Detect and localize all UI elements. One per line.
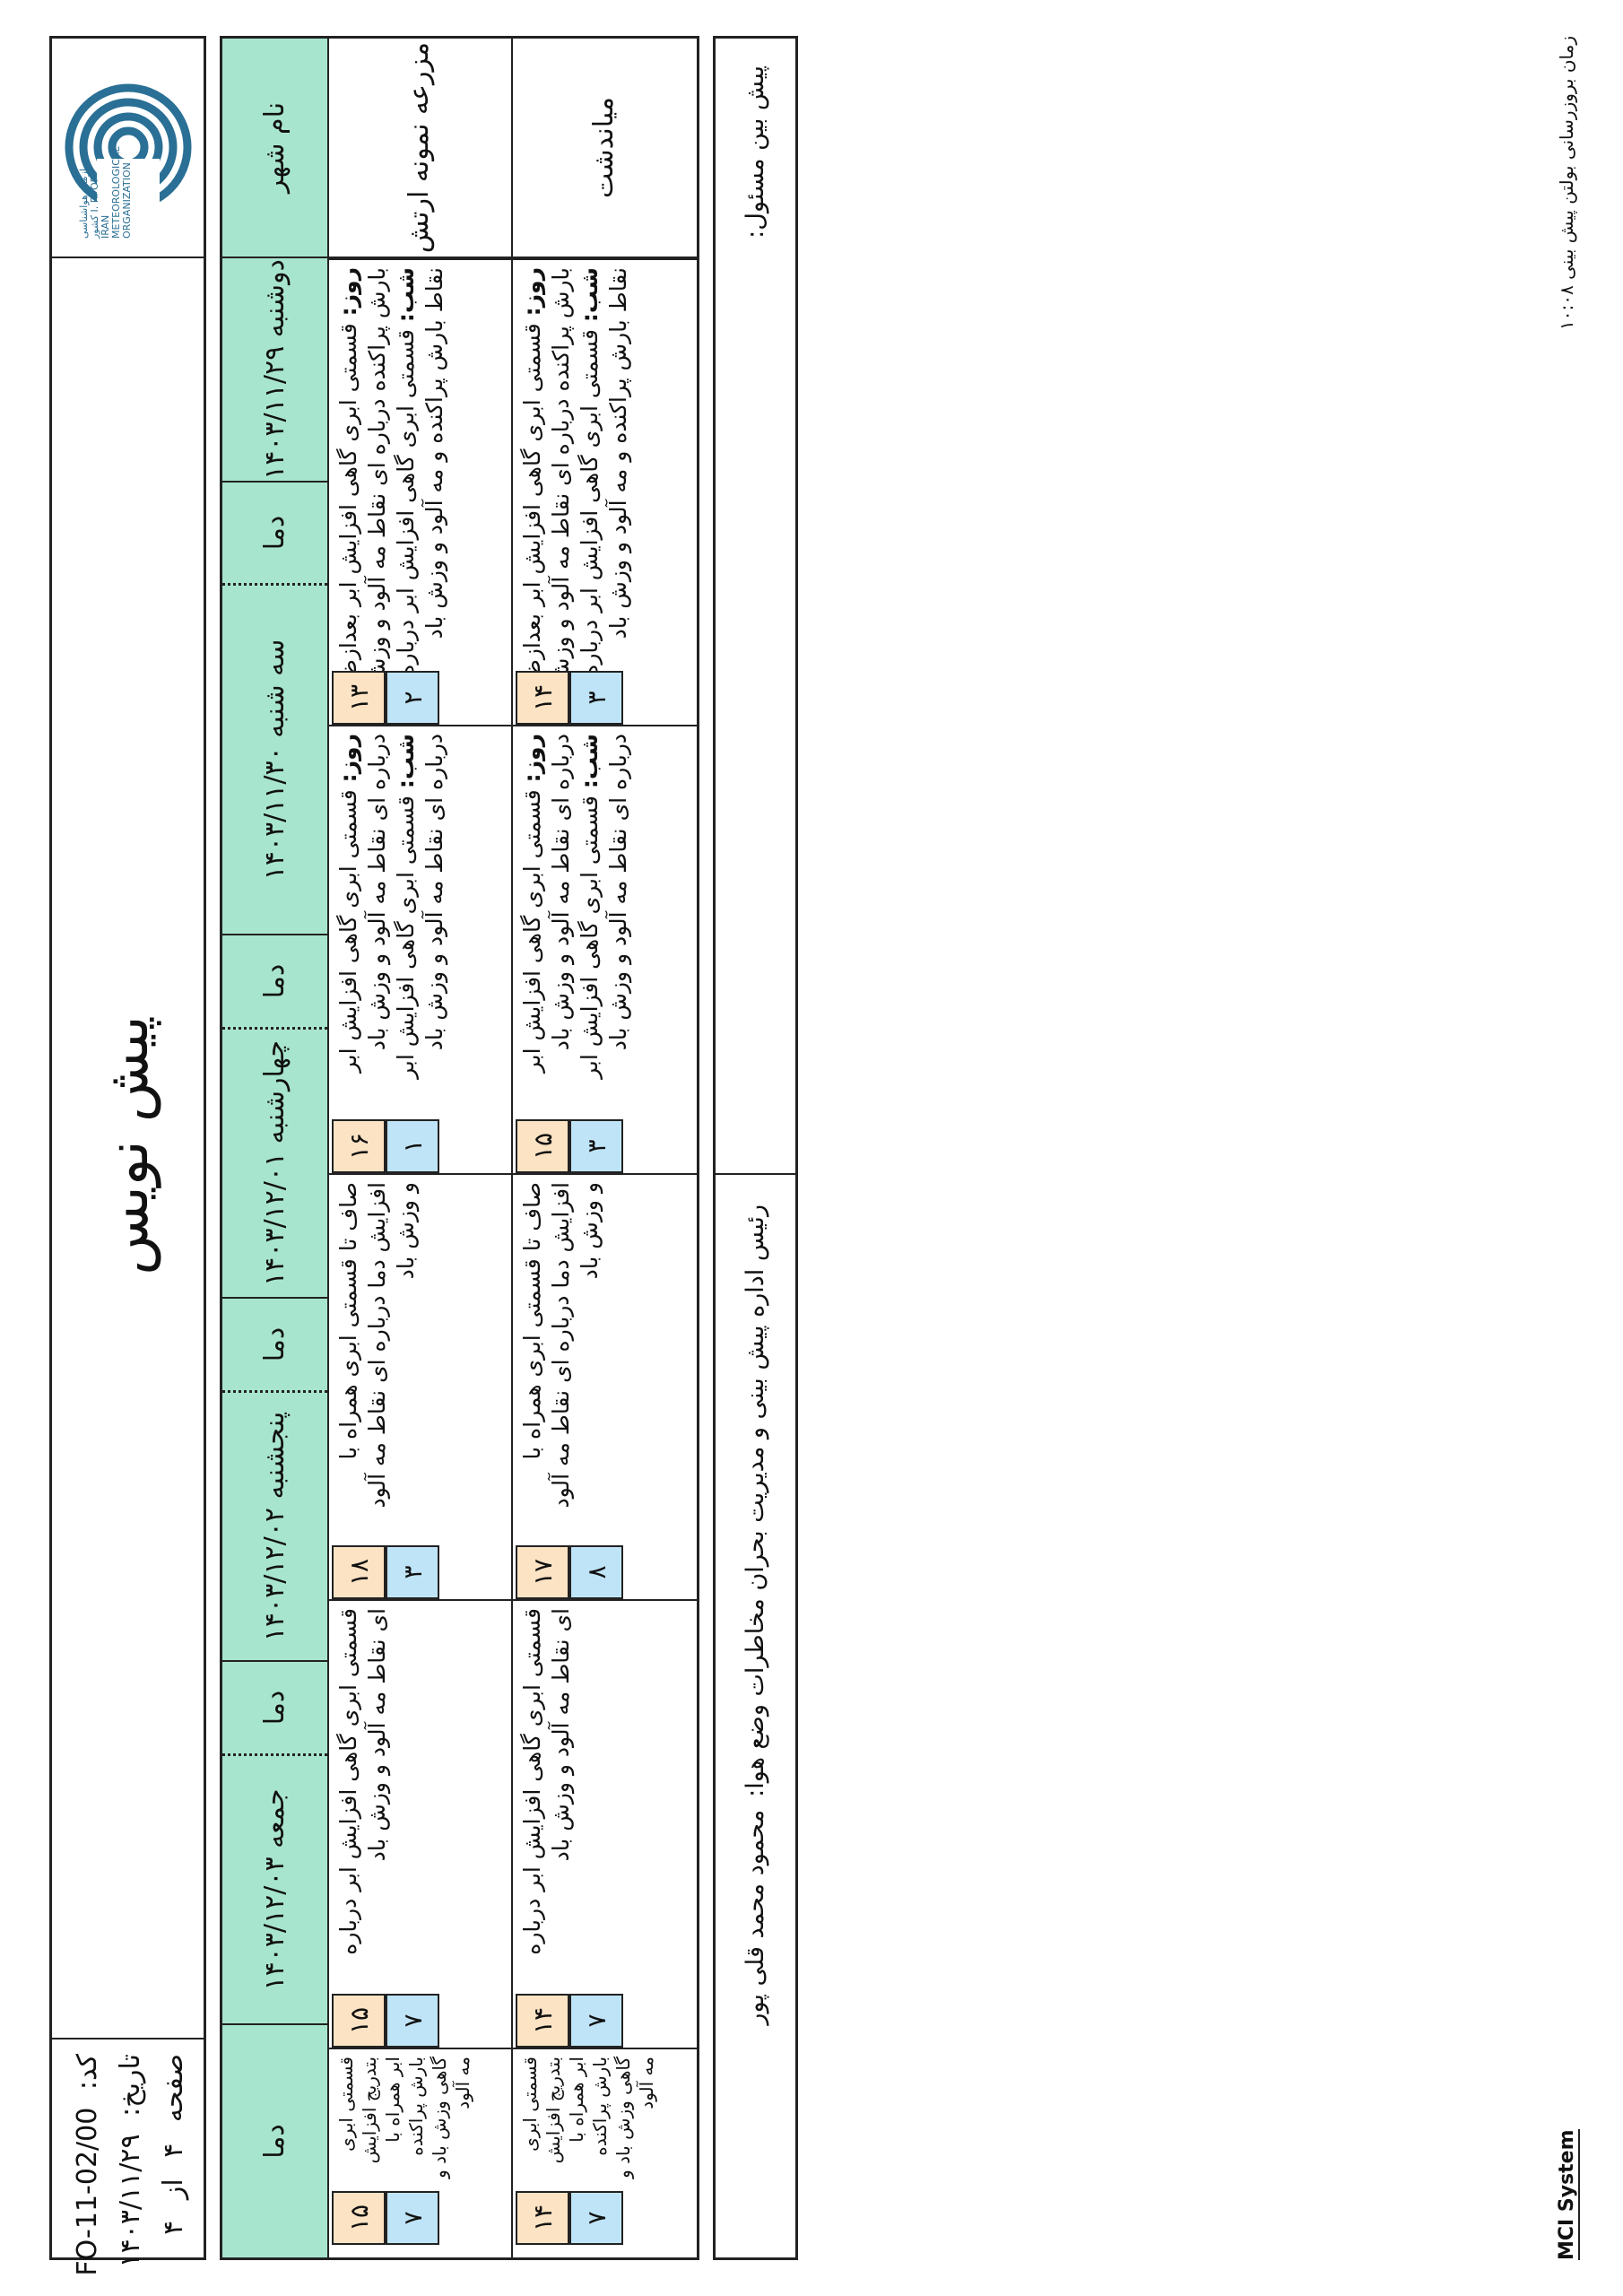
date-line: تاریخ: ۱۴۰۳/۱۱/۲۹ xyxy=(115,2054,146,2267)
min-temp: ۸ xyxy=(569,1545,623,1599)
col-divider xyxy=(327,258,699,260)
min-temp: ۷ xyxy=(569,2191,623,2245)
day-header-3: چهارشنبه ۱۴۰۳/۱۲/۰۱ xyxy=(222,1030,327,1299)
temp-header-3: دما xyxy=(222,1299,327,1393)
city-column-header: نام شهر xyxy=(222,39,327,258)
head-label: رئیس اداره پیش بینی و مدیریت بحران مخاطر… xyxy=(742,1205,769,1797)
max-temp: ۱۳ xyxy=(332,671,386,725)
col-divider xyxy=(327,725,699,726)
code-value: FO-11-02/00 xyxy=(72,2107,103,2276)
col-divider xyxy=(327,2048,699,2049)
page-title: پیش نویس xyxy=(94,1015,161,1275)
min-temp: ۷ xyxy=(569,1994,623,2048)
day-forecast: قسمتی ابری گاهی افزایش ابر درباره ای نقا… xyxy=(519,734,574,1074)
page-total: ۴ xyxy=(158,2220,189,2235)
max-temp: ۱۵ xyxy=(516,1119,569,1173)
night-forecast: قسمتی ابری گاهی افزایش ابر درباره ای نقا… xyxy=(577,267,631,708)
min-temp: ۱ xyxy=(386,1119,439,1173)
head-name: محمود محمد قلی پور xyxy=(742,1809,769,2025)
min-temp: ۷ xyxy=(386,1994,439,2048)
responsible-forecaster: پیش بین مسئول: xyxy=(716,65,795,248)
max-temp: ۱۵ xyxy=(332,1994,386,2048)
city-name: مزرعه نمونه ارتش xyxy=(327,39,511,258)
page-num: ۴ xyxy=(158,2143,189,2158)
spiral-logo-icon xyxy=(65,84,191,215)
signature-footer: پیش بین مسئول: رئیس اداره پیش بینی و مدی… xyxy=(713,36,798,2260)
forecast-text: صاف تا قسمتی ابری همراه با افزایش دما در… xyxy=(519,1182,603,1509)
day-label: روز: xyxy=(335,734,361,783)
max-temp: ۱۴ xyxy=(516,2191,569,2245)
day-header-4: پنجشنبه ۱۴۰۳/۱۲/۰۲ xyxy=(222,1393,327,1662)
forecast-text: قسمتی ابری بتدریج افزایش ابر همراه با با… xyxy=(335,2057,473,2179)
day-label: روز: xyxy=(519,734,545,783)
temp-header-2: دما xyxy=(222,935,327,1030)
head-of-office: رئیس اداره پیش بینی و مدیریت بحران مخاطر… xyxy=(716,1205,795,2025)
code-line: کد: FO-11-02/00 xyxy=(72,2054,103,2276)
forecast-text: روز: قسمتی ابری گاهی افزایش ابر درباره ا… xyxy=(518,734,633,1101)
night-forecast: قسمتی ابری گاهی افزایش ابر درباره ای نقا… xyxy=(393,267,447,708)
temp-header-5: دما xyxy=(222,2025,327,2257)
night-label: شب: xyxy=(577,734,603,789)
document-header: کد: FO-11-02/00 تاریخ: ۱۴۰۳/۱۱/۲۹ صفحه ۴… xyxy=(49,36,206,2276)
night-label: شب: xyxy=(393,267,419,323)
day-forecast: قسمتی ابری گاهی افزایش ابر بعدازظهر بارش… xyxy=(519,267,574,716)
forecast-text: قسمتی ابری گاهی افزایش ابر درباره ای نقا… xyxy=(335,1608,390,1955)
min-temp: ۳ xyxy=(386,1545,439,1599)
day-forecast: قسمتی ابری گاهی افزایش ابر درباره ای نقا… xyxy=(335,734,390,1074)
header-divider xyxy=(327,39,329,2257)
forecast-text: صاف تا قسمتی ابری همراه با افزایش دما در… xyxy=(335,1182,419,1509)
max-temp: ۱۷ xyxy=(516,1545,569,1599)
max-temp: ۱۵ xyxy=(332,2191,386,2245)
temp-header-4: دما xyxy=(222,1662,327,1756)
min-temp: ۳ xyxy=(569,671,623,725)
day-header-2: سه شنبه ۱۴۰۳/۱۱/۳۰ xyxy=(222,586,327,935)
max-temp: ۱۴ xyxy=(516,1994,569,2048)
responsible-label: پیش بین مسئول: xyxy=(742,65,769,239)
organization-logo: سازمان هواشناسی کشور I. R. OF IRAN METEO… xyxy=(52,39,204,258)
date-label: تاریخ: xyxy=(115,2054,146,2117)
max-temp: ۱۶ xyxy=(332,1119,386,1173)
logo-text: سازمان هواشناسی کشور I. R. OF IRAN METEO… xyxy=(78,146,133,239)
forecast-text: قسمتی ابری گاهی افزایش ابر درباره ای نقا… xyxy=(519,1608,574,1955)
forecast-text: قسمتی ابری بتدریج افزایش ابر همراه با با… xyxy=(519,2057,657,2179)
max-temp: ۱۸ xyxy=(332,1545,386,1599)
system-label: MCI System xyxy=(1556,2129,1580,2260)
col-divider xyxy=(327,1599,699,1601)
row-divider xyxy=(511,39,513,2257)
forecast-text: روز: قسمتی ابری گاهی افزایش ابر درباره ا… xyxy=(334,734,449,1101)
temp-header-1: دما xyxy=(222,483,327,586)
page-of: از xyxy=(158,2179,189,2200)
day-header-5: جمعه ۱۴۰۳/۱۲/۰۳ xyxy=(222,1756,327,2025)
footer-divider xyxy=(716,1173,795,1175)
forecast-text: روز: قسمتی ابری گاهی افزایش ابر بعدازظهر… xyxy=(334,267,449,716)
day-label: روز: xyxy=(335,267,361,317)
code-label: کد: xyxy=(72,2054,103,2091)
page-line: صفحه ۴ از ۴ xyxy=(158,2054,189,2235)
table-header-row: نام شهر دوشنبه ۱۴۰۳/۱۱/۲۹ دما سه شنبه ۱۴… xyxy=(222,39,327,2257)
min-temp: ۳ xyxy=(569,1119,623,1173)
document-info-block: کد: FO-11-02/00 تاریخ: ۱۴۰۳/۱۱/۲۹ صفحه ۴… xyxy=(52,2038,204,2276)
forecast-text: روز: قسمتی ابری گاهی افزایش ابر بعدازظهر… xyxy=(518,267,633,716)
date-value: ۱۴۰۳/۱۱/۲۹ xyxy=(115,2134,146,2268)
min-temp: ۲ xyxy=(386,671,439,725)
day-label: روز: xyxy=(519,267,545,317)
min-temp: ۷ xyxy=(386,2191,439,2245)
day-forecast: قسمتی ابری گاهی افزایش ابر بعدازظهر بارش… xyxy=(335,267,390,716)
city-name: میاندشت xyxy=(511,39,697,258)
forecast-table: نام شهر دوشنبه ۱۴۰۳/۱۱/۲۹ دما سه شنبه ۱۴… xyxy=(220,36,699,2260)
day-header-1: دوشنبه ۱۴۰۳/۱۱/۲۹ xyxy=(222,258,327,483)
col-divider xyxy=(327,1173,699,1175)
max-temp: ۱۴ xyxy=(516,671,569,725)
night-label: شب: xyxy=(577,267,603,323)
page-label: صفحه xyxy=(158,2054,189,2123)
update-time-note: زمان بروزرسانی بولتن پیش بینی ۱۰:۰۸ xyxy=(1556,36,1577,330)
night-label: شب: xyxy=(393,734,419,789)
